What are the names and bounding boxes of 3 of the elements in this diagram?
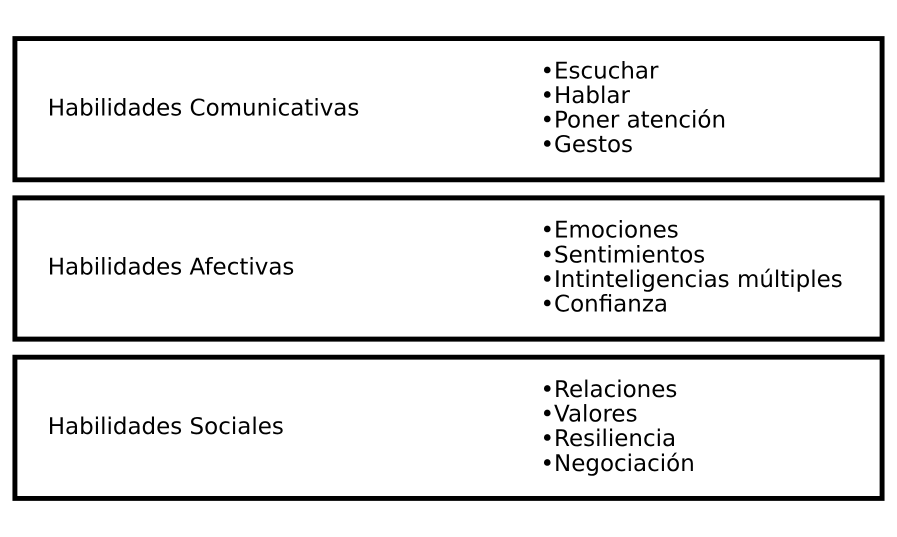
node-box: Habilidades Comunicativas •Escuchar •Hablar •Poner atención •Gestos [12,36,885,182]
node-box: Habilidades Sociales •Relaciones •Valores •Resiliencia •Negociación [12,354,885,501]
node-box: Habilidades Afectivas •Emociones •Sentimientos •Intinteligencias múltiples •Confianza [12,195,885,342]
